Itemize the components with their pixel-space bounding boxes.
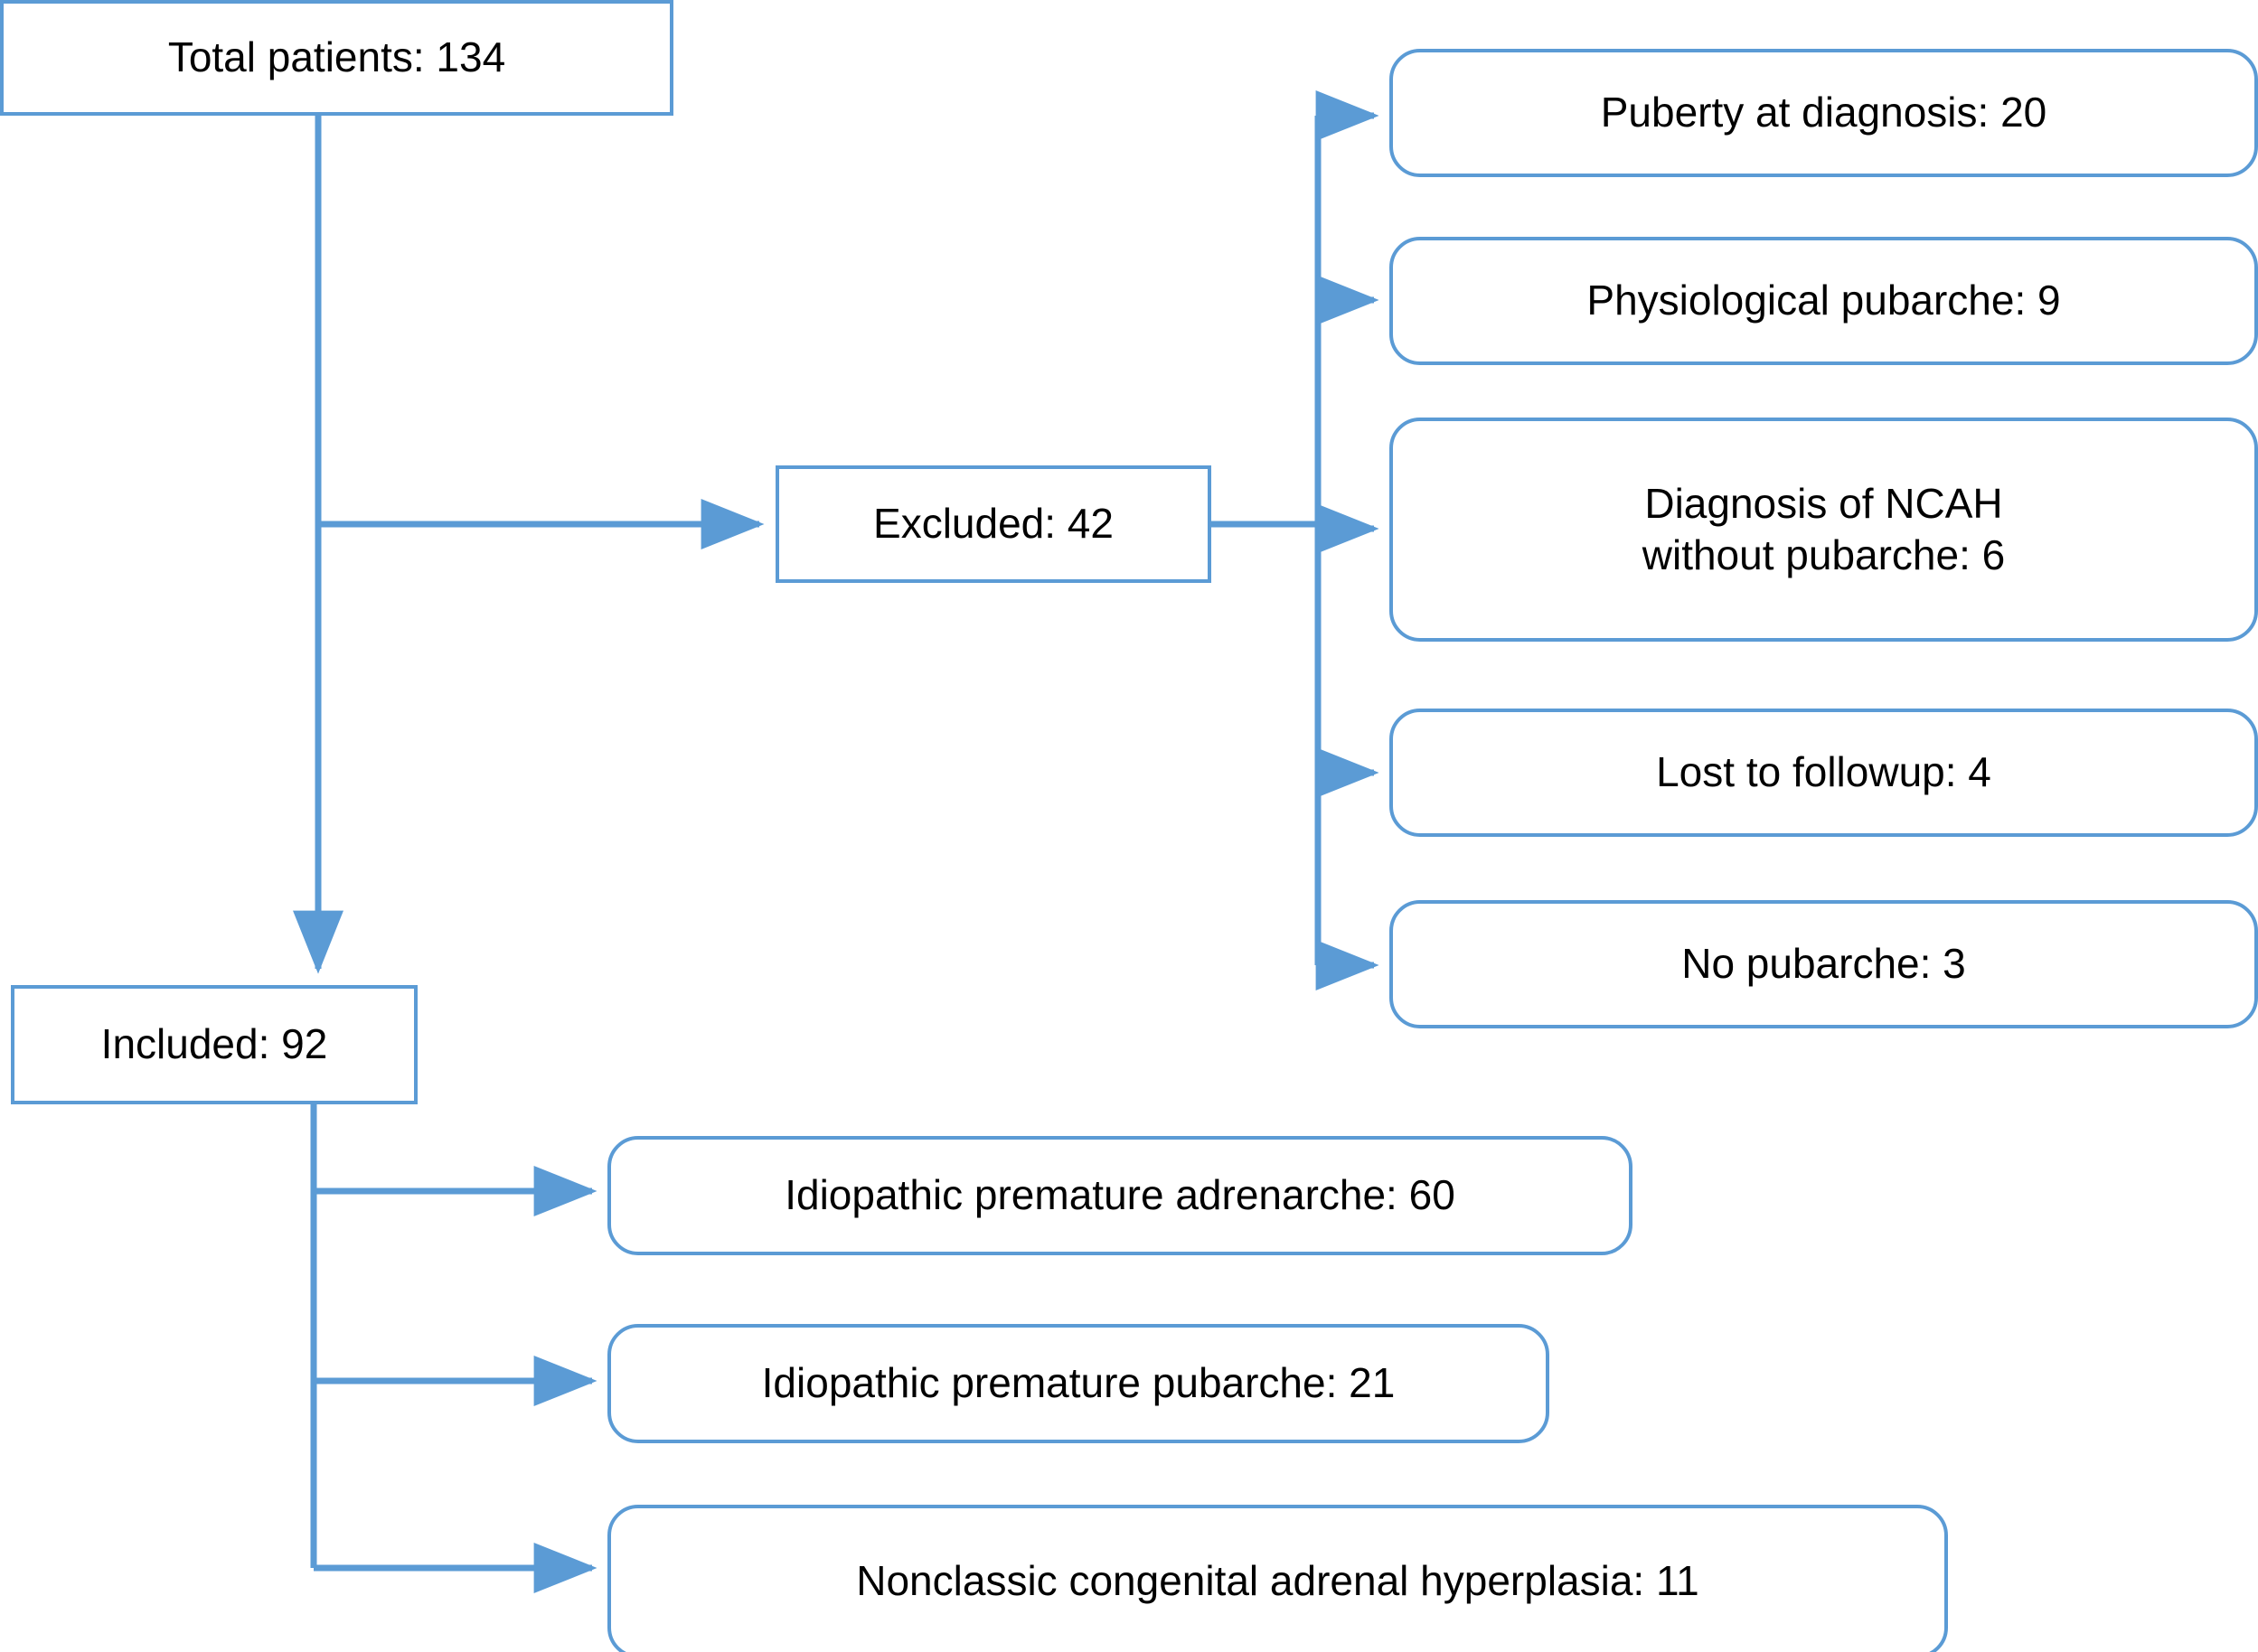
node-lost-to-followup-label: Lost to followup: 4	[1656, 748, 1991, 796]
node-nonclassic-cah[interactable]: Nonclassic congenital adrenal hyperplasi…	[607, 1505, 1948, 1652]
node-no-pubarche[interactable]: No pubarche: 3	[1389, 900, 2258, 1028]
node-ncah-without-pubarche-label: Diagnosis of NCAH without pubarche: 6	[1642, 479, 2006, 579]
node-idiopathic-premature-adrenarche[interactable]: Idiopathic premature adrenarche: 60	[607, 1136, 1632, 1255]
node-ncah-without-pubarche[interactable]: Diagnosis of NCAH without pubarche: 6	[1389, 418, 2258, 642]
node-idiopathic-premature-adrenarche-label: Idiopathic premature adrenarche: 60	[785, 1171, 1455, 1219]
node-physiological-pubarche[interactable]: Physiological pubarche: 9	[1389, 237, 2258, 365]
node-total-patients[interactable]: Total patients: 134	[0, 0, 673, 116]
node-physiological-pubarche-label: Physiological pubarche: 9	[1586, 277, 2061, 324]
node-included-label: Included: 92	[100, 1020, 328, 1068]
node-included[interactable]: Included: 92	[11, 985, 418, 1104]
node-total-patients-label: Total patients: 134	[167, 33, 506, 81]
node-idiopathic-premature-pubarche[interactable]: Idiopathic premature pubarche: 21	[607, 1324, 1549, 1443]
node-excluded-label: Excluded: 42	[873, 500, 1114, 548]
node-puberty-at-diagnosis-label: Puberty at diagnosis: 20	[1600, 89, 2047, 136]
node-nonclassic-cah-label: Nonclassic congenital adrenal hyperplasi…	[856, 1557, 1699, 1605]
node-excluded[interactable]: Excluded: 42	[776, 465, 1211, 583]
node-no-pubarche-label: No pubarche: 3	[1681, 940, 1966, 988]
node-puberty-at-diagnosis[interactable]: Puberty at diagnosis: 20	[1389, 49, 2258, 177]
node-lost-to-followup[interactable]: Lost to followup: 4	[1389, 709, 2258, 837]
node-idiopathic-premature-pubarche-label: Idiopathic premature pubarche: 21	[761, 1359, 1396, 1407]
